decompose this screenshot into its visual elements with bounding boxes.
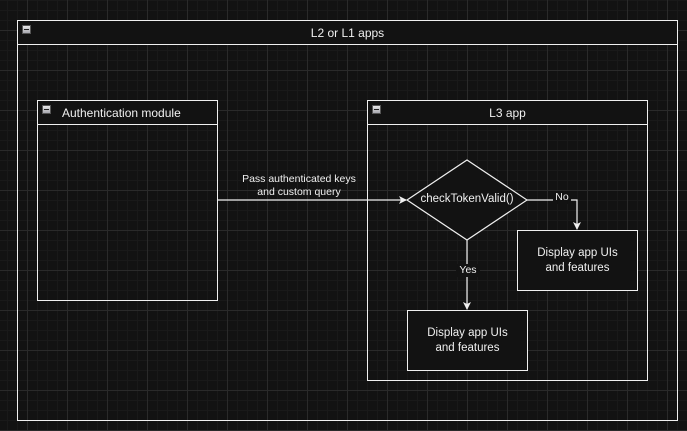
outer-container[interactable]: L2 or L1 apps [17, 20, 678, 421]
edge-label-line2: and custom query [257, 186, 341, 198]
edge-no[interactable] [527, 199, 581, 230]
outer-container-header[interactable]: L2 or L1 apps [18, 21, 677, 45]
display-app-box-yes[interactable]: Display app UIs and features [407, 310, 528, 371]
auth-module-header[interactable]: Authentication module [38, 101, 217, 125]
edge-no-label: No [553, 191, 571, 204]
decision-label: checkTokenValid() [420, 193, 514, 205]
edge-label-line1: Pass authenticated keys [242, 173, 356, 185]
l3-app-container[interactable]: L3 app [367, 100, 648, 381]
auth-module-title: Authentication module [62, 105, 181, 120]
collapse-icon[interactable] [42, 105, 51, 114]
l3-app-title: L3 app [489, 105, 526, 120]
auth-module-container[interactable]: Authentication module [37, 100, 218, 301]
collapse-icon[interactable] [372, 105, 381, 114]
edge-auth-to-decision-label: Pass authenticated keys and custom query [232, 173, 366, 199]
box-no-line1: Display app UIs [537, 246, 618, 259]
collapse-icon[interactable] [22, 25, 31, 34]
box-yes-line1: Display app UIs [427, 326, 508, 339]
l3-app-header[interactable]: L3 app [368, 101, 647, 125]
display-app-box-no[interactable]: Display app UIs and features [517, 230, 638, 291]
outer-container-title: L2 or L1 apps [310, 25, 385, 40]
box-yes-line2: and features [435, 341, 500, 354]
box-no-line2: and features [545, 261, 610, 274]
edge-yes-label: Yes [456, 264, 480, 277]
